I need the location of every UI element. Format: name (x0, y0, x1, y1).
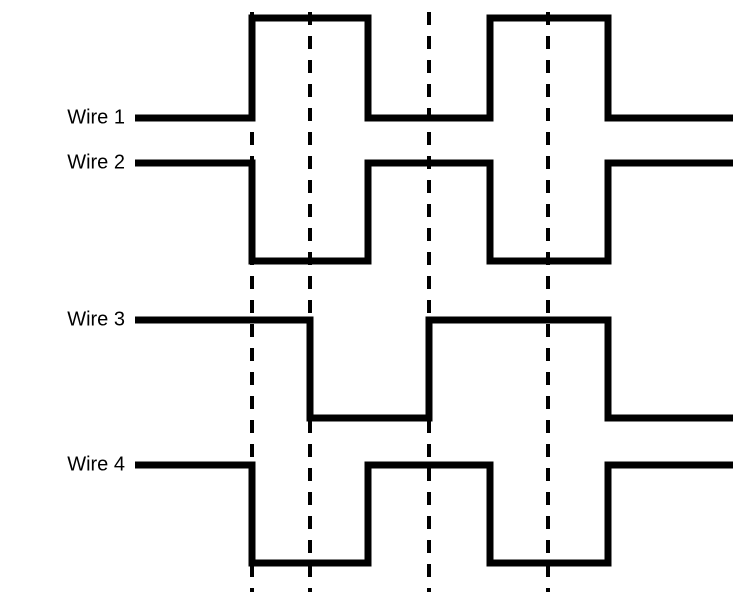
wire-3-label: Wire 3 (67, 308, 125, 330)
wire-1-label: Wire 1 (67, 106, 125, 128)
wire-2-waveform (135, 159, 733, 265)
wire-4-label: Wire 4 (67, 453, 125, 475)
wire-3-waveform (135, 316, 733, 422)
waveform-row-wire-4: Wire 4 (67, 453, 733, 567)
waveform-row-wire-1: Wire 1 (67, 14, 733, 128)
wire-4-waveform (135, 461, 733, 567)
waveform-row-wire-2: Wire 2 (67, 151, 733, 265)
wire-1-waveform (135, 14, 733, 122)
wire-2-label: Wire 2 (67, 151, 125, 173)
waveform-row-wire-3: Wire 3 (67, 308, 733, 422)
clock-marker-group (250, 12, 550, 592)
